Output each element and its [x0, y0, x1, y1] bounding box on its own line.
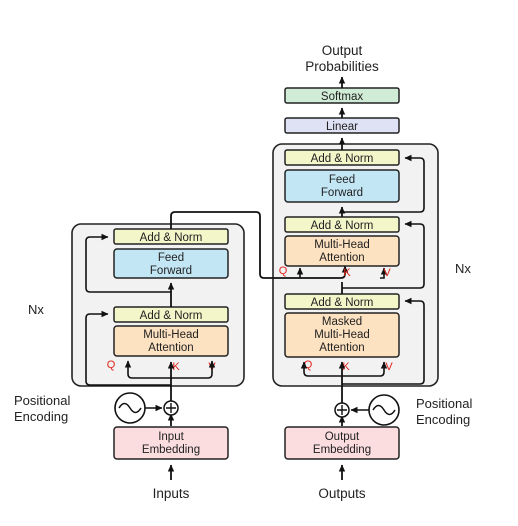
output-probabilities-line2: Probabilities	[305, 59, 379, 74]
positional-encoding-left-line1: Positional	[14, 393, 70, 408]
decoder-feed-forward-line1: Feed	[329, 174, 355, 186]
positional-encoding-right-line1: Positional	[416, 396, 472, 411]
decoder-cross-q-label: Q	[279, 265, 288, 277]
outputs-label: Outputs	[318, 486, 366, 501]
decoder-k-label: K	[342, 361, 350, 373]
decoder-cross-v-label: V	[383, 267, 391, 279]
decoder-add-norm-bottom-label: Add & Norm	[311, 297, 374, 309]
positional-encoding-left-line2: Encoding	[14, 409, 68, 424]
encoder-feed-forward-line2: Forward	[150, 265, 192, 277]
decoder-masked-attention-line1: Masked	[322, 316, 362, 328]
encoder-multi-head-attention	[113, 325, 229, 357]
encoder-q-label: Q	[107, 359, 116, 371]
output-embedding-line2: Embedding	[313, 444, 371, 456]
input-embedding-line2: Embedding	[142, 444, 200, 456]
encoder-attention-line1: Multi-Head	[143, 329, 199, 341]
inputs-label: Inputs	[153, 486, 190, 501]
decoder-masked-attention-line3: Attention	[319, 342, 364, 354]
input-embedding	[113, 426, 229, 460]
encoder-nx-label: Nx	[28, 302, 44, 317]
decoder-masked-attention	[284, 312, 400, 358]
decoder-add-norm-top-label: Add & Norm	[311, 153, 374, 165]
decoder-masked-attention-line2: Multi-Head	[314, 329, 370, 341]
output-embedding	[284, 426, 400, 460]
softmax-label: Softmax	[321, 91, 363, 103]
decoder-cross-attention-line1: Multi-Head	[314, 239, 370, 251]
decoder-feed-forward-line2: Forward	[321, 187, 363, 199]
decoder-v-label: V	[385, 361, 393, 373]
encoder-feed-forward	[113, 248, 229, 279]
decoder-q-label: Q	[304, 359, 313, 371]
encoder-feed-forward-line1: Feed	[158, 252, 184, 264]
decoder-cross-attention	[284, 235, 400, 267]
encoder-add-norm-bottom-label: Add & Norm	[140, 310, 203, 322]
decoder-feed-forward	[284, 169, 400, 203]
decoder-cross-k-label: K	[343, 267, 351, 279]
linear-label: Linear	[326, 121, 358, 133]
decoder-cross-attention-line2: Attention	[319, 252, 364, 264]
encoder-k-label: K	[172, 361, 180, 373]
decoder-nx-label: Nx	[455, 261, 471, 276]
encoder-attention-line2: Attention	[148, 342, 193, 354]
positional-encoding-right-line2: Encoding	[416, 412, 470, 427]
input-embedding-line1: Input	[158, 431, 184, 443]
encoder-add-norm-top-label: Add & Norm	[140, 232, 203, 244]
output-probabilities-line1: Output	[322, 43, 363, 58]
decoder-add-norm-middle-label: Add & Norm	[311, 220, 374, 232]
output-embedding-line1: Output	[325, 431, 360, 443]
